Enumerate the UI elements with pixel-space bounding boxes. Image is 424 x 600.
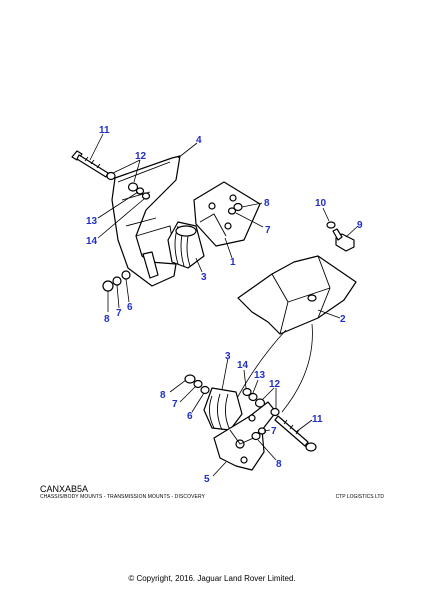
callout-5: 5 [204,474,210,485]
callout-11-top: 11 [99,125,110,136]
publisher-label: CTP LOGISTICS LTD [335,494,384,500]
callout-7-left: 7 [116,308,122,319]
washer-7-left [112,276,122,286]
assembly-link-curve-right [281,323,313,413]
nut-12-bot [254,398,266,408]
nut-7-top [227,207,237,215]
washer-14-bot [242,387,252,397]
washer-6-bl [200,385,210,395]
rubber-mount-3-top [167,221,205,269]
callout-4: 4 [196,135,202,146]
nut-8-left [102,280,114,292]
washer-13-top [135,187,145,195]
callout-14-top: 14 [86,236,98,247]
callout-7-bl: 7 [172,399,178,410]
bolt-9 [332,228,355,252]
bracket-5 [213,401,277,471]
callout-13-bottom: 13 [254,370,266,381]
callout-7-br: 7 [271,426,277,437]
callout-13-top: 13 [86,216,98,227]
callout-7-top: 7 [265,225,271,236]
callout-10: 10 [315,198,327,209]
washer-7-bl [193,379,203,389]
bracket-2 [237,255,357,335]
washer-13-bot [248,392,258,402]
plate-1 [193,181,261,247]
bolt-11-bottom [274,415,317,452]
leader-lines [89,133,359,477]
callout-8-br: 8 [276,459,282,470]
callout-3-top: 3 [201,272,207,283]
copyright-notice: © Copyright, 2016. Jaguar Land Rover Lim… [128,574,296,583]
washer-8-br [251,431,261,441]
washer-12-top [106,171,116,181]
bolt-11-top [71,150,109,178]
bracket-4 [111,155,181,287]
callout-14-bottom: 14 [237,360,249,371]
washer-10 [326,221,336,229]
nut-8-bl [184,374,196,384]
callout-8-bl: 8 [160,390,166,401]
callout-8-top: 8 [264,198,270,209]
diagram-code: CANXAB5A [40,484,89,494]
assembly-link-curve-left [235,329,287,401]
washer-12-bot [270,407,280,417]
callout-8-left: 8 [104,314,110,325]
callout-3-bottom: 3 [225,351,231,362]
callout-12-top: 12 [135,151,147,162]
callout-6-bl: 6 [187,411,193,422]
washer-6-left [121,270,131,280]
washer-14-top [141,192,151,200]
callout-12-bottom: 12 [269,379,281,390]
callout-9: 9 [357,220,363,231]
callout-11-bottom: 11 [312,414,323,425]
callout-1: 1 [230,257,236,268]
callout-2: 2 [340,314,346,325]
nut-12-top [127,182,139,192]
callout-6-left: 6 [127,302,133,313]
diagram-subtitle: CHASSIS/BODY MOUNTS - TRANSMISSION MOUNT… [40,494,206,500]
